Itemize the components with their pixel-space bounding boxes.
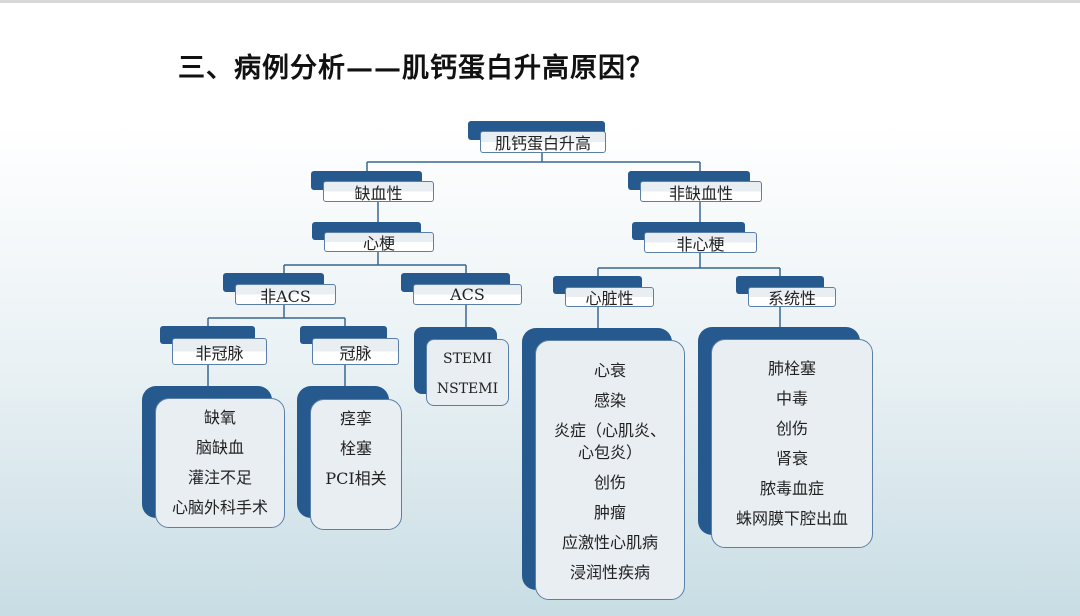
leaf-item: 心包炎） xyxy=(577,443,642,462)
page-title: 三、病例分析——肌钙蛋白升高原因？ xyxy=(178,53,654,84)
leaf-item: 心衰 xyxy=(593,361,626,380)
leaf-item: 灌注不足 xyxy=(187,468,252,487)
leaf-item: 创伤 xyxy=(593,473,626,492)
leaf-item: 肾衰 xyxy=(775,449,808,468)
node-acs: ACS xyxy=(413,284,522,305)
node-non-acs: 非ACS xyxy=(235,284,336,306)
leaf-item: 浸润性疾病 xyxy=(569,563,650,582)
leaf-item: 感染 xyxy=(593,391,626,410)
leaf-item: 栓塞 xyxy=(339,439,372,458)
leaf-item: 应激性心肌病 xyxy=(561,533,658,552)
leaf-coronary: 痉挛 栓塞 PCI相关 xyxy=(310,399,402,530)
node-coronary: 冠脉 xyxy=(312,338,399,365)
leaf-item: NSTEMI xyxy=(436,381,499,397)
node-root: 肌钙蛋白升高 xyxy=(480,131,606,153)
top-divider xyxy=(0,0,1080,3)
leaf-item: 肿瘤 xyxy=(593,503,626,522)
node-ischemic: 缺血性 xyxy=(323,181,434,203)
leaf-item: 创伤 xyxy=(775,419,808,438)
leaf-non-coronary: 缺氧 脑缺血 灌注不足 心脑外科手术 xyxy=(155,398,285,528)
leaf-item: 蛛网膜下腔出血 xyxy=(735,509,848,528)
node-cardiac: 心脏性 xyxy=(565,287,654,308)
leaf-item: 中毒 xyxy=(775,389,808,408)
leaf-item: STEMI xyxy=(442,351,492,367)
leaf-item: 脓毒血症 xyxy=(759,479,824,498)
leaf-acs: STEMI NSTEMI xyxy=(426,339,509,406)
leaf-item: 痉挛 xyxy=(339,409,372,428)
leaf-item: 心脑外科手术 xyxy=(171,498,268,517)
leaf-systemic: 肺栓塞 中毒 创伤 肾衰 脓毒血症 蛛网膜下腔出血 xyxy=(711,339,873,548)
node-non-ischemic: 非缺血性 xyxy=(640,181,762,203)
leaf-item: 缺氧 xyxy=(203,408,236,427)
leaf-item: PCI相关 xyxy=(325,469,387,488)
node-mi: 心梗 xyxy=(324,232,434,253)
node-non-coronary: 非冠脉 xyxy=(172,338,267,365)
leaf-item: 肺栓塞 xyxy=(767,359,816,378)
leaf-item: 炎症（心肌炎、 xyxy=(553,421,666,440)
leaf-item: 脑缺血 xyxy=(195,438,244,457)
node-non-mi: 非心梗 xyxy=(644,232,757,254)
leaf-cardiac: 心衰 感染 炎症（心肌炎、 心包炎） 创伤 肿瘤 应激性心肌病 浸润性疾病 xyxy=(535,340,685,600)
node-systemic: 系统性 xyxy=(748,287,836,308)
